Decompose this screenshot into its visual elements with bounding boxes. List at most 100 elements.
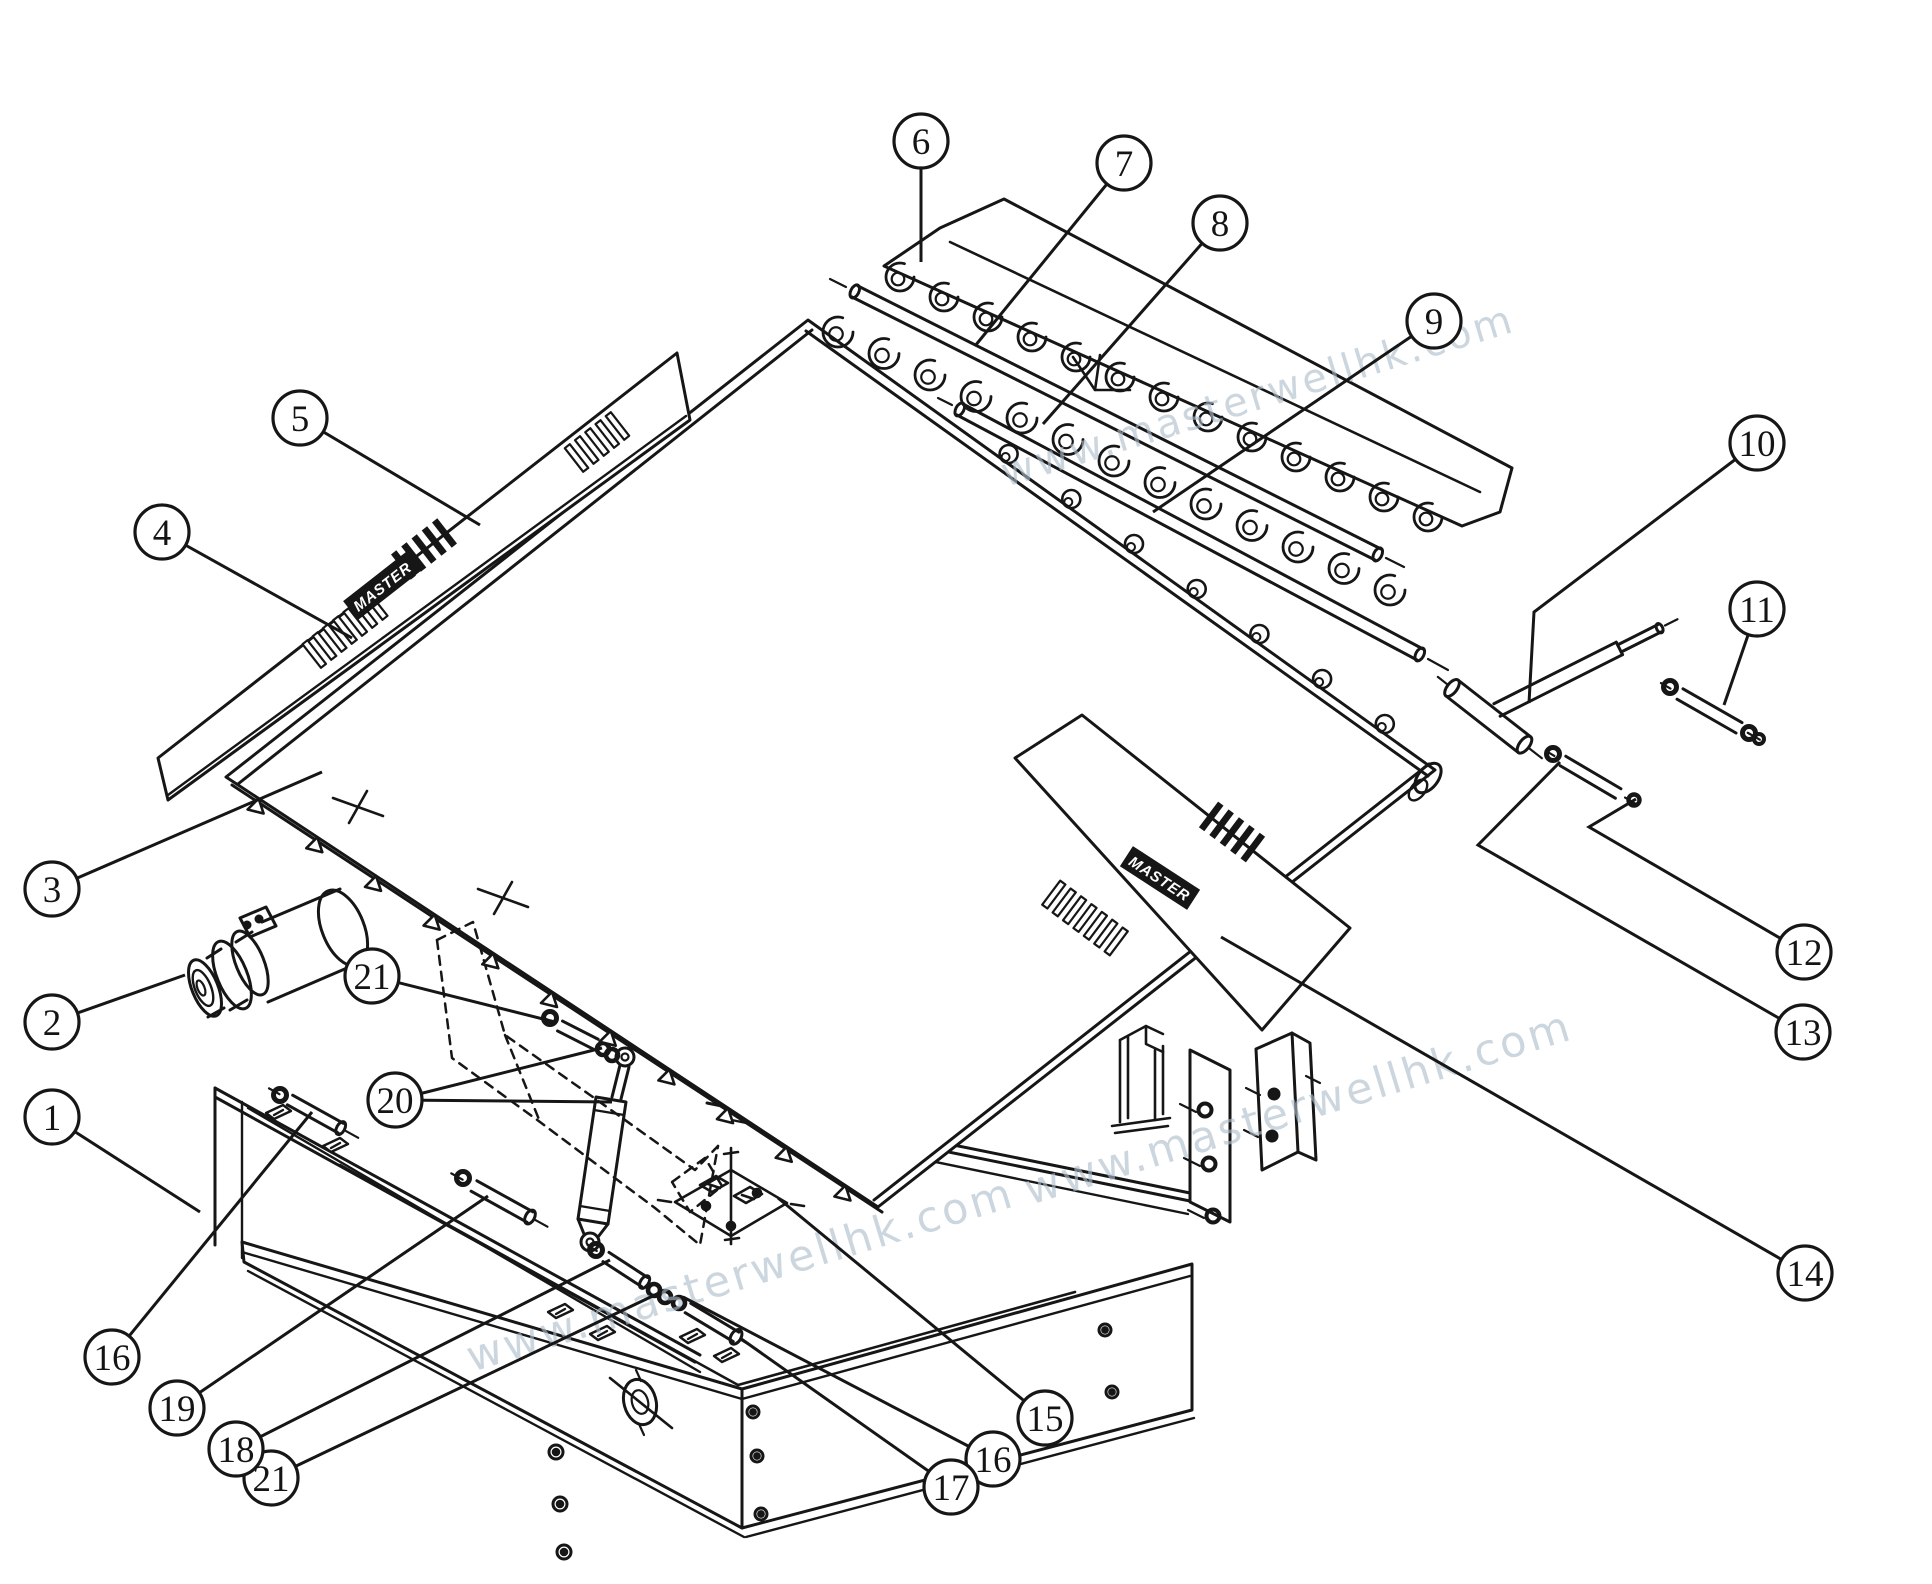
callout-13-12: 13 [1475, 760, 1832, 1061]
hinge-loop [1324, 461, 1356, 493]
hinge-loop [821, 315, 855, 349]
stiffener-tooth [246, 797, 265, 815]
hinge-loop [1060, 341, 1092, 373]
callout-number: 18 [218, 1430, 255, 1471]
deck-knuckle-inner [1063, 497, 1074, 507]
hinge-pin-7 [828, 277, 1406, 569]
callout-circle [964, 1430, 1022, 1488]
hinge-loop-inner [966, 390, 982, 407]
callout-number: 16 [94, 1338, 131, 1379]
hinge-loop [1143, 466, 1177, 499]
deck-knuckle [1374, 713, 1396, 735]
leader-line [161, 530, 353, 640]
vent-slat [604, 411, 631, 441]
hinge-loop-row [821, 315, 1407, 607]
vent-slat [1082, 910, 1109, 941]
logo-stripe [1219, 817, 1245, 847]
hinge-loop-inner [1380, 584, 1396, 600]
callout-16-20: 16 [83, 1111, 314, 1386]
callout-17-16: 17 [739, 1336, 980, 1516]
hinge-loop [1368, 481, 1400, 513]
hinge-loop-inner [1334, 562, 1350, 579]
callout-circle [133, 503, 191, 561]
callout-3-2: 3 [23, 770, 323, 918]
deck-hidden-dashed [435, 920, 724, 1247]
vent-slat [321, 623, 348, 653]
vent-slat [1093, 918, 1119, 949]
hinge-loop-inner [1066, 351, 1082, 367]
hinge-pin-9 [936, 396, 1450, 672]
hinge-loop [867, 337, 901, 370]
vent-slat [1041, 879, 1067, 910]
hinge-loop [1005, 401, 1039, 435]
deck-knuckle-inner [1251, 632, 1262, 642]
callout-circle [1776, 1244, 1834, 1302]
stiffener-tooth [657, 1068, 676, 1086]
callout-18-18: 18 [207, 1258, 611, 1478]
hinge-loop [913, 358, 947, 392]
callout-16-15: 16 [682, 1295, 1022, 1488]
vent-slat [1051, 887, 1077, 918]
callout-circle [1095, 134, 1153, 192]
deck-knuckle-inner [1376, 722, 1387, 732]
callout-circle [343, 947, 401, 1005]
stiffener-tooth [715, 1106, 735, 1125]
leader-line [371, 974, 556, 1024]
deck-hinge-knuckles [998, 443, 1396, 735]
clip-seat-line [596, 1329, 609, 1338]
leader-line [51, 1115, 201, 1214]
stiffener-tooth [774, 1145, 793, 1164]
stiffener-tooth [481, 952, 500, 970]
callout-circle [1191, 194, 1249, 252]
callout-circle [23, 860, 81, 918]
callout-number: 2 [43, 1003, 62, 1044]
deck-knuckle [1186, 578, 1207, 600]
leader-line [235, 1258, 611, 1451]
clip-seat-line [686, 1332, 699, 1341]
leader-line [1041, 222, 1222, 425]
hinge-loop [1412, 501, 1444, 533]
stiffener-tooth [539, 990, 559, 1009]
callout-circle [1405, 292, 1463, 350]
hinge-loop [1327, 552, 1361, 585]
hinge-loop [1051, 423, 1085, 456]
side-plate-left: MASTER [156, 351, 692, 802]
hinge-loop [1189, 487, 1223, 521]
callout-circle [207, 1420, 265, 1478]
vent-slat [573, 435, 600, 465]
hinge-loop [1280, 441, 1312, 473]
vent-slat [1103, 926, 1129, 957]
hinge-loop-inner [828, 326, 844, 342]
callout-circle [922, 1458, 980, 1516]
vent-slat [563, 443, 590, 473]
hinge-loop-inner [1154, 391, 1170, 407]
clip-seat-line [720, 1351, 733, 1360]
hinge-loop [928, 281, 960, 313]
callout-circle [366, 1071, 424, 1129]
callout-1-0: 1 [23, 1088, 201, 1214]
callout-circle [1728, 580, 1786, 638]
leader-line [110, 1111, 314, 1358]
rear-angle-bracket [1242, 1031, 1322, 1172]
stiffener-tooth [305, 835, 324, 854]
hinge-loop-inner [1022, 331, 1038, 347]
hinge-loop [1192, 401, 1224, 433]
callout-number: 6 [912, 122, 931, 163]
leader-line [394, 1046, 603, 1102]
hinge-loop-inner [1374, 491, 1390, 507]
leader-line [1152, 319, 1435, 514]
leader-line [1527, 441, 1758, 704]
callout-circle [23, 1088, 81, 1146]
frame-pins [267, 1009, 755, 1349]
callout-number: 11 [1739, 590, 1775, 631]
deck-knuckle-inner [1188, 587, 1199, 597]
hinge-loop-inner [1418, 511, 1434, 527]
clip-seat-line [554, 1307, 567, 1316]
hinge-loop-inner [1150, 476, 1166, 493]
hinge-loop [1016, 321, 1048, 353]
hinge-loop-inner [1104, 455, 1120, 471]
callout-number: 12 [1786, 933, 1823, 974]
callout-5-4: 5 [271, 389, 481, 527]
hinge-loop [1148, 381, 1180, 413]
